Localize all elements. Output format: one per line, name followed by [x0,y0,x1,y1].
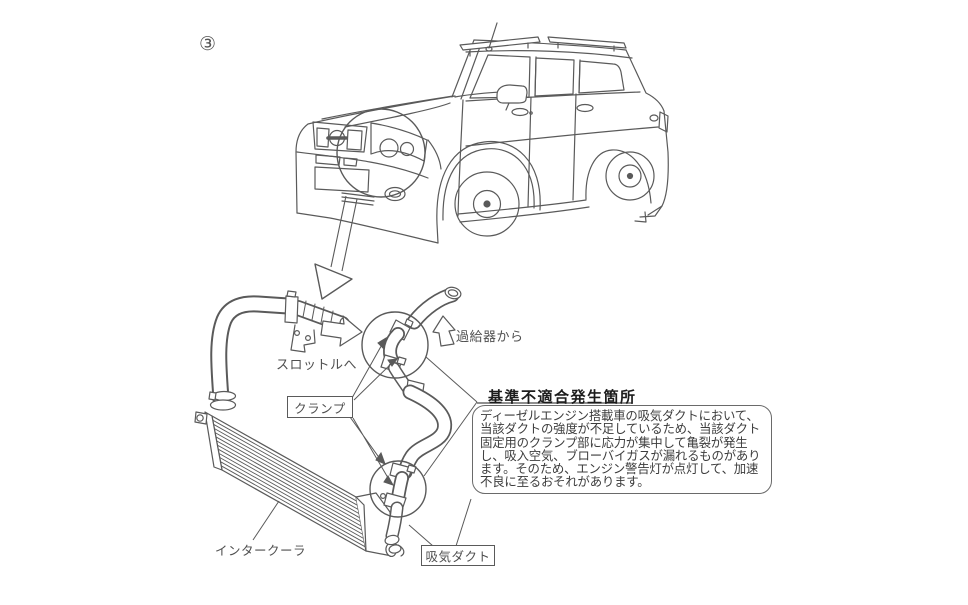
label-clamp-text: クランプ [294,401,346,416]
label-intake-duct: 吸気ダクト [421,545,495,566]
defect-location-heading: 基準不適合発生箇所 [488,389,637,406]
flow-arrow-up-icon [432,315,456,347]
defect-line-2: 当該ダクトの強度が不足しているため、当該ダクト [480,422,761,437]
label-intercooler: インタークーラ [215,544,307,558]
flow-arrows [320,315,456,347]
figure-number: ③ [199,34,217,55]
defect-line-5: ます。そのため、エンジン警告灯が点灯して、加速 [480,462,759,477]
car-zoom-indicator [314,108,426,300]
defect-line-3: 固定用のクランプ部に応力が集中して亀裂が発生 [480,435,748,450]
flow-arrow-right-icon [320,315,363,347]
defect-line-6: 不良に至るおそれがあります。 [480,475,650,490]
defect-description-box: ディーゼルエンジン搭載車の吸気ダクトにおいて、 当該ダクトの強度が不足しているた… [472,405,772,494]
label-from-turbo: 過給器から [456,329,524,344]
clamp-zoom-circles [361,311,429,518]
label-to-throttle: スロットルへ [276,357,358,372]
defect-line-4: し、吸入空気、ブローバイガスが漏れるものがあり [480,448,761,463]
down-arrow-icon [314,263,353,300]
car-illustration [295,22,669,244]
label-intake-duct-text: 吸気ダクト [425,550,491,564]
lower-clamp-circle [369,460,427,518]
leader-lines [252,336,632,547]
defect-line-1: ディーゼルエンジン搭載車の吸気ダクトにおいて、 [480,409,759,423]
car-magnifier-circle [336,108,426,198]
label-clamp: クランプ [287,396,353,418]
upper-clamp-circle [361,311,429,379]
